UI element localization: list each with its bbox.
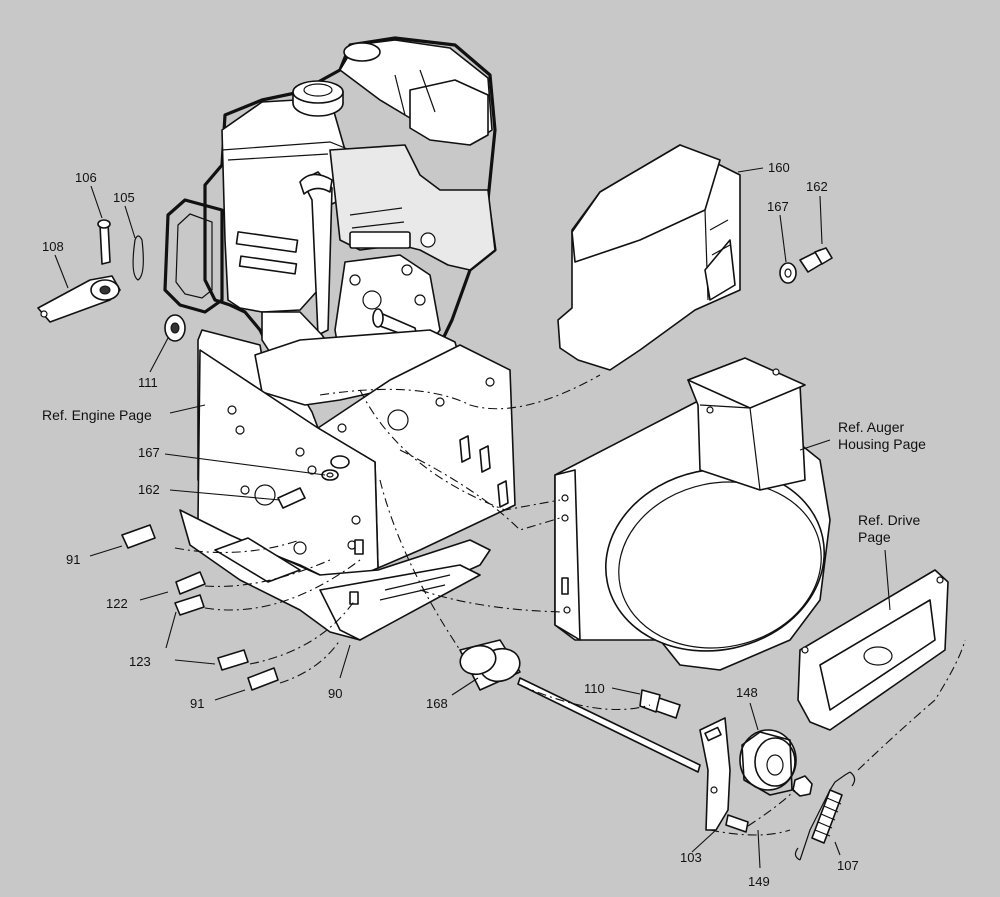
part-label-108: 108 [42,239,64,254]
ref-drive-line-2: Page [858,529,891,545]
shroud [557,144,741,371]
part-label-162-mid: 162 [138,482,160,497]
ref-drive-line-1: Ref. Drive [858,512,920,528]
drive-plate [797,569,949,731]
part-labels: 106 105 108 111 160 162 167 167 162 91 1… [42,160,859,889]
part-label-107: 107 [837,858,859,873]
part-label-149: 149 [748,874,770,889]
ref-auger-line-2: Housing Page [838,436,926,452]
part-label-123: 123 [129,654,151,669]
part-label-90: 90 [328,686,342,701]
part-label-168: 168 [426,696,448,711]
frame [179,329,516,641]
small-parts [37,219,856,861]
part-label-162-top: 162 [806,179,828,194]
part-label-91-upper: 91 [66,552,80,567]
part-label-103: 103 [680,850,702,865]
alignment-lines [174,374,966,836]
part-label-105: 105 [113,190,135,205]
leader-lines [54,167,891,869]
auger-housing [554,357,831,671]
part-label-91-lower: 91 [190,696,204,711]
ref-auger-line-1: Ref. Auger [838,419,904,435]
part-label-167-mid: 167 [138,445,160,460]
part-label-110: 110 [584,681,605,696]
part-label-111: 111 [138,375,158,390]
ref-engine-page: Ref. Engine Page [42,407,152,423]
part-label-160: 160 [768,160,790,175]
part-label-167-top: 167 [767,199,789,214]
part-label-148: 148 [736,685,758,700]
reference-labels: Ref. Engine Page Ref. Auger Housing Page… [42,407,926,545]
part-label-122: 122 [106,596,128,611]
part-label-106: 106 [75,170,97,185]
